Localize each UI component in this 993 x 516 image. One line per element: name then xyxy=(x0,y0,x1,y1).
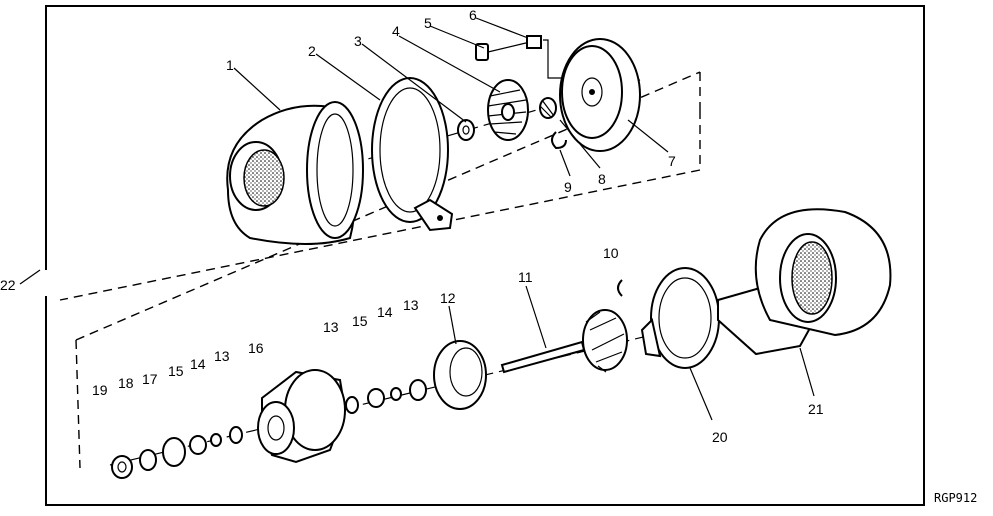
callout-10: 10 xyxy=(603,245,619,261)
compressor-wheel xyxy=(487,79,529,141)
callout-13c: 13 xyxy=(214,348,230,364)
compressor-housing xyxy=(226,101,364,245)
callout-12: 12 xyxy=(440,290,456,306)
turbine-housing xyxy=(717,208,892,356)
callout-1: 1 xyxy=(226,57,234,73)
lower-bearing-set xyxy=(111,426,243,479)
upper-bearing-set xyxy=(345,379,427,414)
callout-16: 16 xyxy=(248,340,264,356)
callout-6: 6 xyxy=(469,7,477,23)
callout-3: 3 xyxy=(354,33,362,49)
callout-22: 22 xyxy=(0,277,16,293)
callout-7: 7 xyxy=(668,153,676,169)
heat-shield xyxy=(433,340,487,410)
callout-14b: 14 xyxy=(190,356,206,372)
callout-5: 5 xyxy=(424,15,432,31)
callout-13a: 13 xyxy=(323,319,339,335)
clamp-band xyxy=(371,77,454,232)
callout-2: 2 xyxy=(308,43,316,59)
lock-nut xyxy=(457,119,475,141)
shaft-turbine-wheel xyxy=(500,309,628,374)
callout-13b: 13 xyxy=(403,297,419,313)
back-plate xyxy=(559,38,641,152)
callout-11: 11 xyxy=(518,269,533,285)
leader-lines xyxy=(19,17,815,421)
center-housing xyxy=(257,369,347,464)
callout-15a: 15 xyxy=(352,313,368,329)
diagram-frame xyxy=(45,5,925,506)
callout-19: 19 xyxy=(92,382,108,398)
figure-code: RGP912 xyxy=(934,491,977,505)
callout-20: 20 xyxy=(712,429,728,445)
callout-17: 17 xyxy=(142,371,158,387)
turbine-clamp xyxy=(640,267,720,369)
assembly-boundary xyxy=(59,71,701,469)
snap-ring xyxy=(551,131,567,150)
lock-plate xyxy=(526,35,542,49)
seal-ring xyxy=(539,97,557,119)
bolt xyxy=(475,41,531,61)
callout-21: 21 xyxy=(808,401,824,417)
callout-15b: 15 xyxy=(168,363,184,379)
callout-4: 4 xyxy=(392,23,400,39)
retaining-ring xyxy=(617,279,623,297)
callout-8: 8 xyxy=(598,171,606,187)
callout-18: 18 xyxy=(118,375,134,391)
callout-14a: 14 xyxy=(377,304,393,320)
callout-9: 9 xyxy=(564,179,572,195)
callout-labels: 1 2 3 4 5 6 7 8 9 10 11 12 13 13 13 14 1… xyxy=(0,7,824,445)
